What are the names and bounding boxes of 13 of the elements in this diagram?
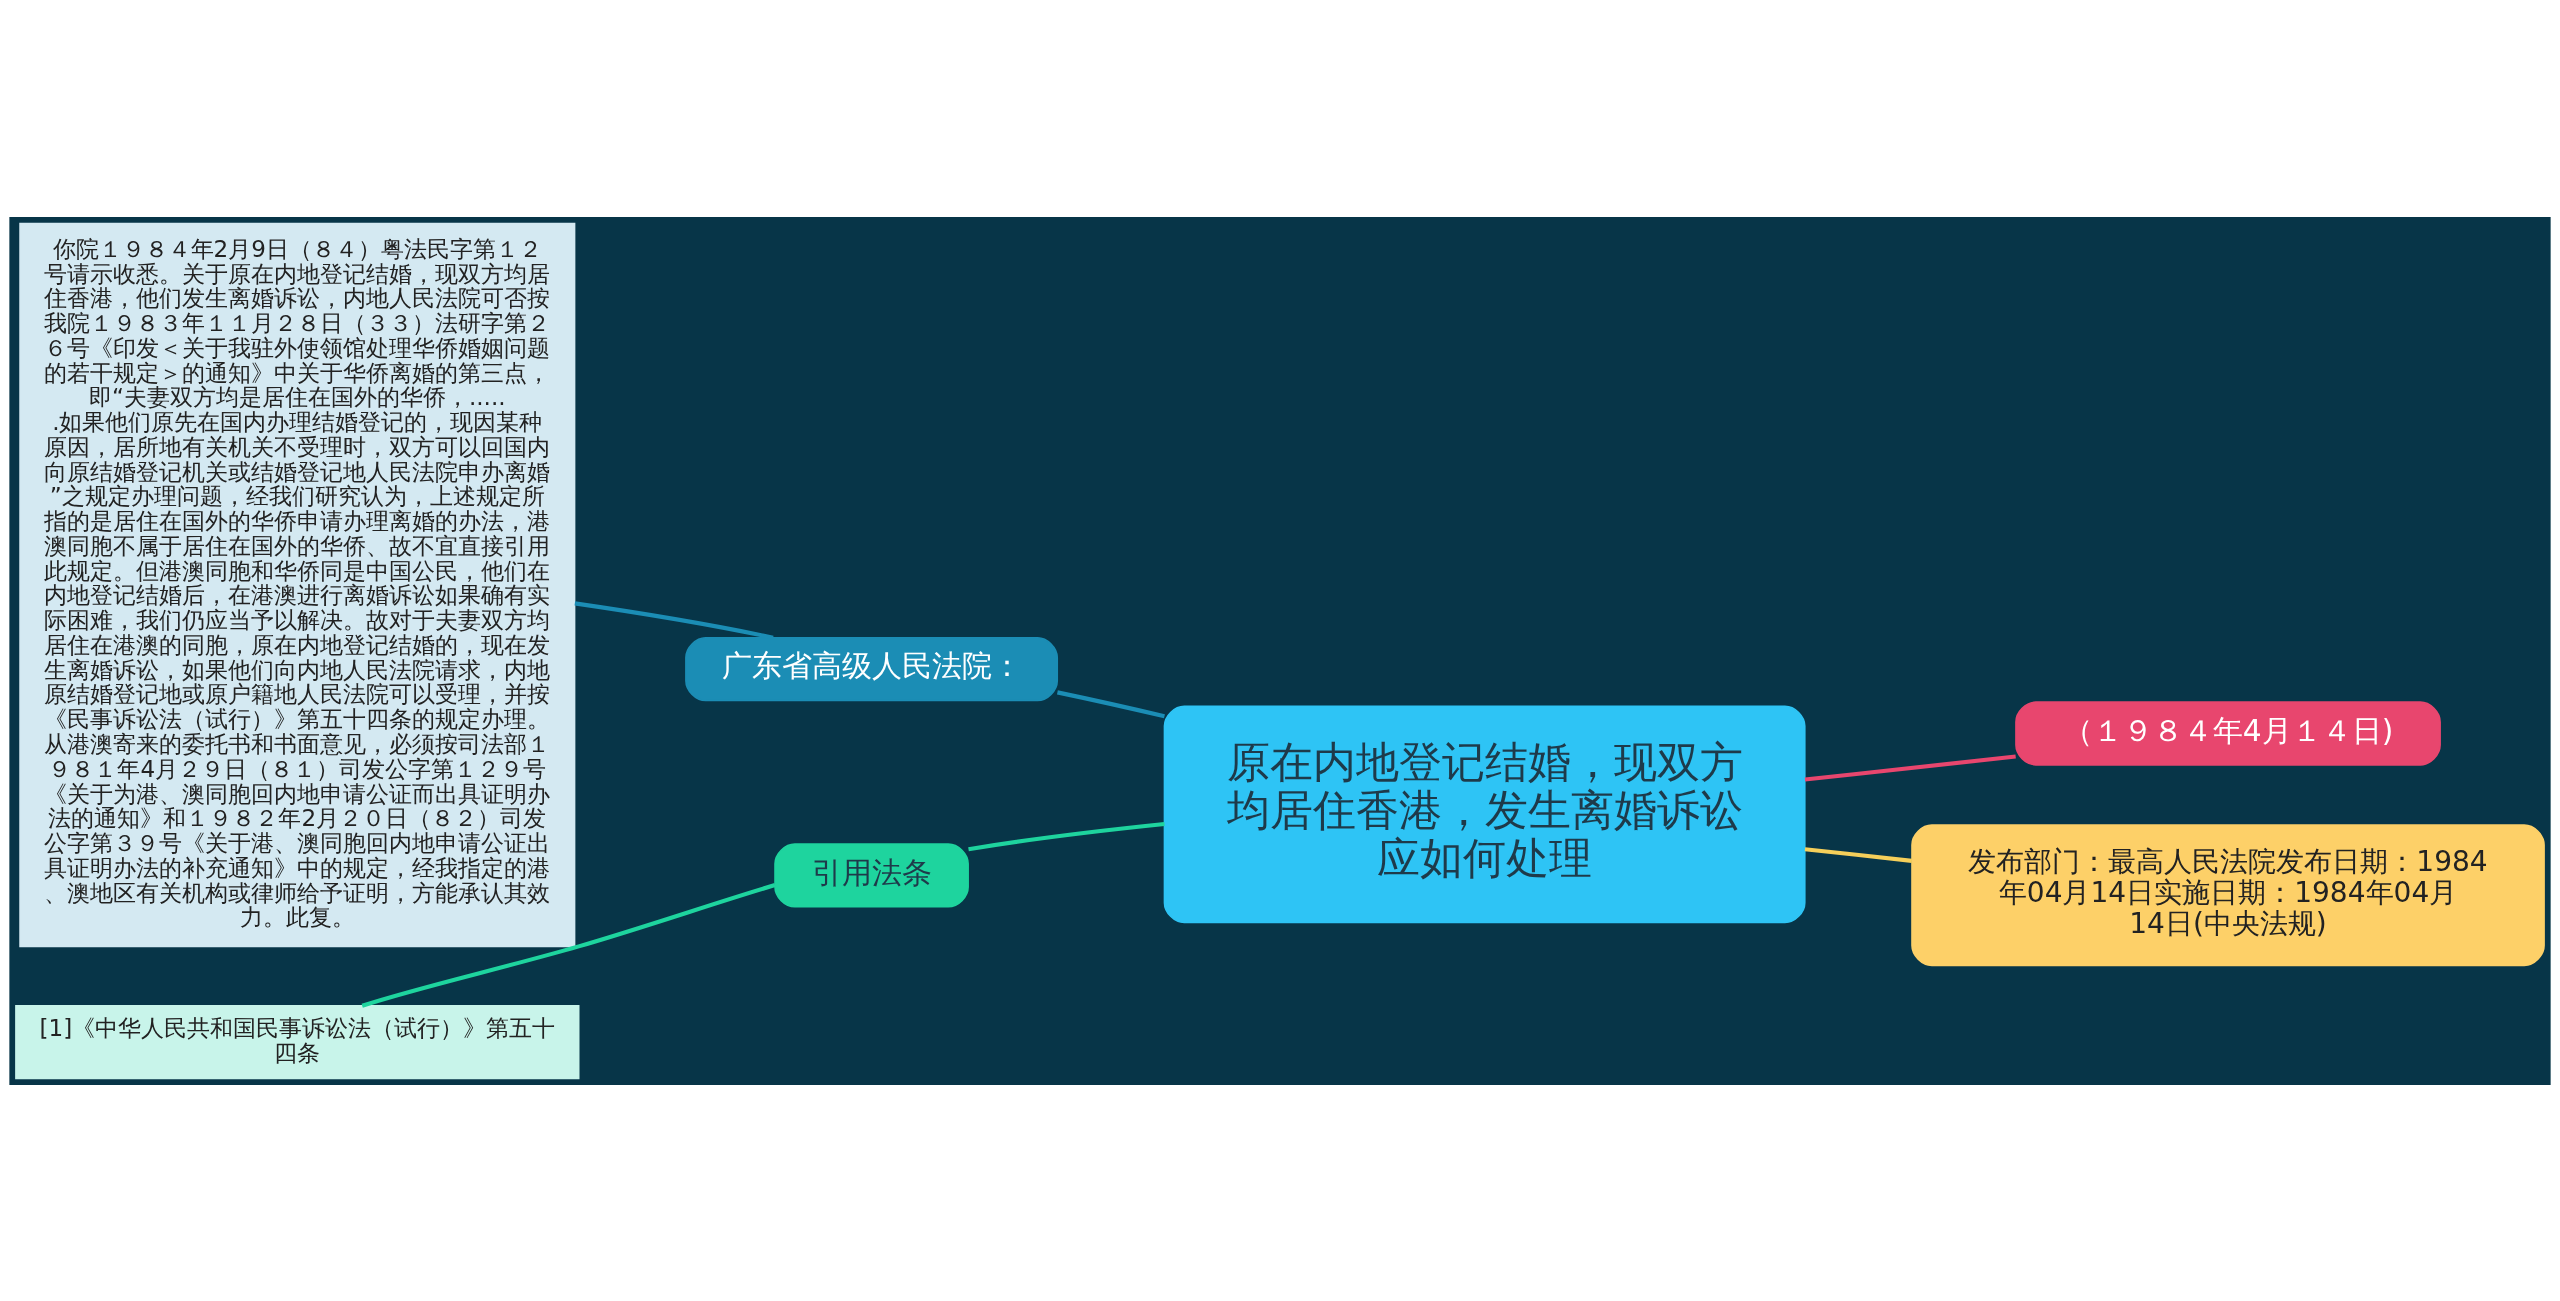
- connector: [1804, 753, 2016, 782]
- node-box: 原在内地登记结婚，现双方均居住香港，发生离婚诉讼应如何处理: [1163, 704, 1806, 923]
- node-box: 引用法条: [774, 842, 969, 908]
- connector: [968, 821, 1165, 851]
- node-box: 广东省高级人民法院：: [685, 636, 1059, 701]
- node-box: 发布部门：最高人民法院发布日期：1984年04月14日实施日期：1984年04月14日(中央法规): [1911, 823, 2545, 966]
- node-box: （１９８４年4月１４日): [2015, 700, 2441, 766]
- connector: [1057, 689, 1165, 718]
- node-box: 你院１９８４年2月9日（８４）粤法民字第１２号请示收悉。关于原在内地登记结婚，现双方均居住香港，他们发生离婚诉讼，内地人民法院可否按我院１９８３年１１月２８日（３３）法研字第２６号《印发＜关于我驻外使领馆处理华侨婚姻问题的若干规定＞的通知》中关于华侨离婚的第三点，即“夫妻双方均是居住在国外的华侨，......如果他们原先在国内办理结婚登记的，现因某种原因，居所地有关机关不受理时，双方可以回国内向原结婚登记机关或结婚登记地人民法院申办离婚”之规定办理问题，经我们研究认为，上述规定所指的是居住在国外的华侨申请办理离婚的办法，港澳同胞不属于居住在国外的华侨、故不宜直接引用此规定。但港澳同胞和华侨同是中国公民，他们在内地登记结婚后，在港澳进行离婚诉讼如果确有实际困难，我们仍应当予以解决。故对于夫妻双方均居住在港澳的同胞，原在内地登记结婚的，现在发生离婚诉讼，如果他们向内地人民法院请求，内地原结婚登记地或原户籍地人民法院可以受理，并按《民事诉讼法（试行）》第五十四条的规定办理。从港澳寄来的委托书和书面意见，必须按司法部１９８１年4月２９日（８１）司发公字第１２９号《关于为港、澳同胞回内地申请公证而出具证明办法的通知》和１９８２年2月２０日（８２）司发公字第３９号《关于港、澳同胞回内地申请公证出具证明办法的补充通知》中的规定，经我指定的港、澳地区有关机构或律师给予证明，方能承认其效力。此复。: [19, 222, 576, 947]
- connector: [1804, 846, 1913, 863]
- node-box: [1]《中华人民共和国民事诉讼法（试行）》第五十四条: [15, 1004, 580, 1079]
- connector: [361, 882, 776, 1008]
- connector: [574, 600, 774, 640]
